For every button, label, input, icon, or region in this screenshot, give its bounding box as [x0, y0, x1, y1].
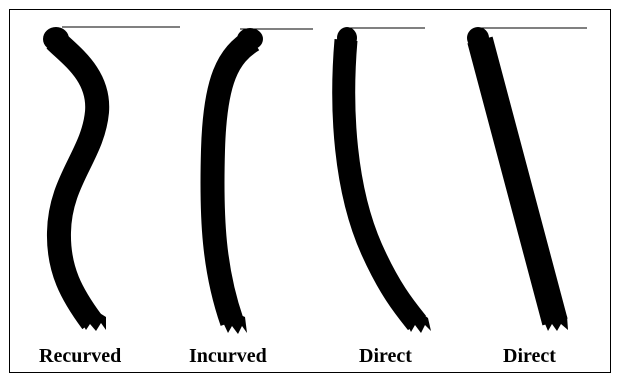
label-recurved: Recurved — [39, 345, 122, 367]
shape-direct-1 — [332, 27, 431, 333]
label-direct-2: Direct — [503, 345, 556, 367]
label-incurved: Incurved — [189, 345, 267, 367]
shape-incurved — [200, 28, 263, 334]
shape-direct-2 — [467, 27, 568, 331]
shape-recurved — [43, 27, 110, 331]
label-direct-1: Direct — [359, 345, 412, 367]
